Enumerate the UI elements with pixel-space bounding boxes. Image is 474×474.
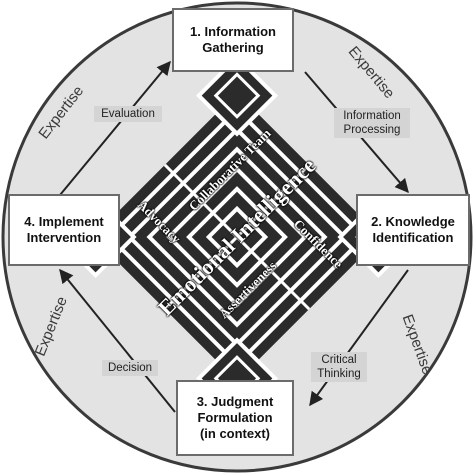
label-evaluation: Evaluation — [94, 106, 162, 122]
arrow-intervention-to-info — [59, 60, 171, 196]
step-1-label: 1. Information Gathering — [190, 24, 276, 55]
step-3-label: 3. Judgment Formulation (in context) — [196, 394, 274, 441]
label-critical-thinking: Critical Thinking — [311, 352, 367, 382]
arrow-knowledge-to-judgment — [309, 269, 409, 407]
step-2-knowledge-identification: 2. Knowledge Identification — [356, 194, 470, 266]
step-3-judgment-formulation: 3. Judgment Formulation (in context) — [176, 380, 294, 456]
step-4-implement-intervention: 4. Implement Intervention — [8, 194, 120, 266]
label-information-processing: Information Processing — [334, 108, 410, 138]
step-2-label: 2. Knowledge Identification — [371, 214, 455, 245]
step-4-label: 4. Implement Intervention — [24, 214, 104, 245]
label-decision: Decision — [102, 360, 158, 376]
arrow-judgment-to-intervention — [59, 268, 176, 413]
step-1-information-gathering: 1. Information Gathering — [172, 8, 294, 72]
